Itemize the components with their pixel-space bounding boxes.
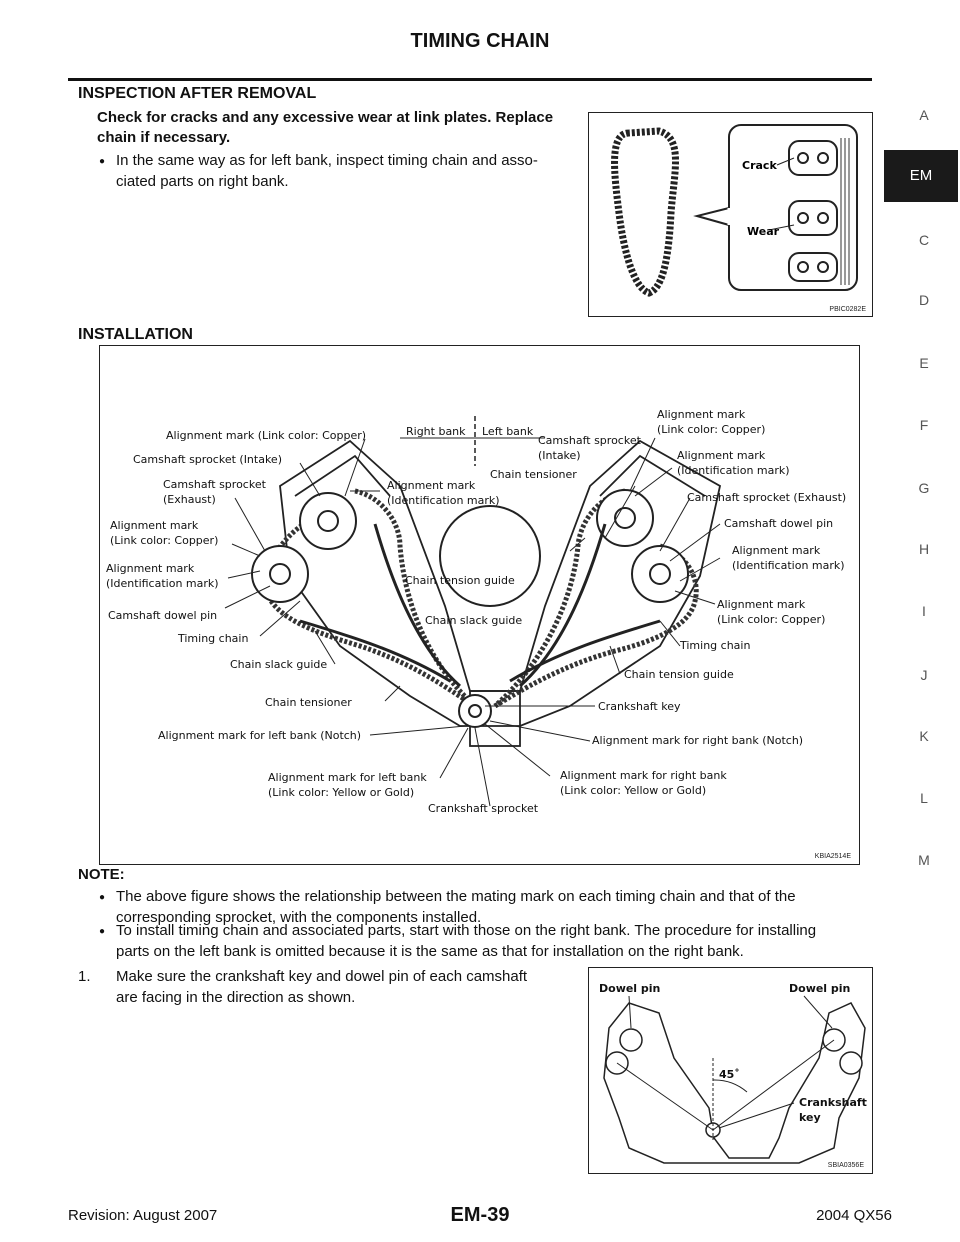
label-center-tensioner: Chain tensioner xyxy=(490,468,577,481)
side-tab-f[interactable]: F xyxy=(919,417,929,433)
side-tab-l[interactable]: L xyxy=(920,790,928,806)
label-right-yellow-1: Alignment mark for right bank xyxy=(560,769,727,782)
label-right-tension-guide: Chain tension guide xyxy=(624,668,734,681)
dowel-pin-left-label: Dowel pin xyxy=(599,982,660,995)
label-right-align-ident-1: Alignment mark xyxy=(677,449,766,462)
inspection-bullet-line2: ciated parts on right bank. xyxy=(116,173,289,190)
note-heading: NOTE: xyxy=(78,866,125,883)
label-right-timing-chain: Timing chain xyxy=(679,639,750,652)
label-left-timing-chain: Timing chain xyxy=(177,632,248,645)
label-right-align-copper2-1: Alignment mark xyxy=(717,598,806,611)
side-tab-m[interactable]: M xyxy=(918,852,930,868)
inspection-instruction-line2: chain if necessary. xyxy=(97,129,231,146)
label-left-align-ident-1: Alignment mark xyxy=(106,562,195,575)
bullet-icon: ● xyxy=(99,892,106,903)
label-right-cam-exhaust: Camshaft sprocket (Exhaust) xyxy=(687,491,846,504)
label-left-cam-exhaust-2: (Exhaust) xyxy=(163,493,216,506)
footer-revision: Revision: August 2007 xyxy=(68,1207,218,1224)
label-left-yellow-2: (Link color: Yellow or Gold) xyxy=(268,786,414,799)
crankshaft-key-label-2: key xyxy=(799,1111,821,1124)
label-right-notch: Alignment mark for right bank (Notch) xyxy=(592,734,803,747)
side-tab-e[interactable]: E xyxy=(919,355,929,371)
section-heading-installation: INSTALLATION xyxy=(78,326,193,343)
label-left-slack-guide: Chain slack guide xyxy=(230,658,327,671)
header-rule xyxy=(68,78,872,81)
label-left-dowel: Camshaft dowel pin xyxy=(108,609,217,622)
label-left-yellow-1: Alignment mark for left bank xyxy=(268,771,427,784)
label-left-align-ident-2: (Identification mark) xyxy=(106,577,219,590)
figure-code: PBIC0282E xyxy=(829,306,866,313)
label-left-cam-exhaust-1: Camshaft sprocket xyxy=(163,478,267,491)
note1-line2: corresponding sprocket, with the compone… xyxy=(116,909,482,926)
step1-line1: Make sure the crankshaft key and dowel p… xyxy=(116,968,528,985)
page-number: EM-39 xyxy=(450,1204,510,1226)
label-right-align-ident-2: (Identification mark) xyxy=(677,464,790,477)
side-tab-k[interactable]: K xyxy=(919,728,929,744)
label-left-tensioner: Chain tensioner xyxy=(265,696,352,709)
note2-line2: parts on the left bank is omitted becaus… xyxy=(116,943,744,960)
label-left-cam-intake: Camshaft sprocket (Intake) xyxy=(133,453,282,466)
side-tab-g[interactable]: G xyxy=(918,480,930,496)
right-bank-label: Right bank xyxy=(406,425,466,438)
footer-model: 2004 QX56 xyxy=(816,1207,892,1224)
dowel-orientation-diagram: Dowel pin Dowel pin 45˚ Crankshaft key xyxy=(599,982,867,1164)
step-number: 1. xyxy=(78,968,91,985)
figure-code: SBIA0356E xyxy=(827,1162,864,1169)
label-center-tension-guide: Chain tension guide xyxy=(405,574,515,587)
label-right-align-ident2-1: Alignment mark xyxy=(732,544,821,557)
side-tab-em-active[interactable]: EM xyxy=(884,150,958,202)
label-right-align-copper-1: Alignment mark xyxy=(657,408,746,421)
chain-inspection-illustration: Crack Wear xyxy=(611,124,858,297)
label-left-align-copper2-1: Alignment mark xyxy=(110,519,199,532)
note1-line1: The above figure shows the relationship … xyxy=(116,888,796,905)
side-tab-a[interactable]: A xyxy=(919,107,929,123)
step1-line2: are facing in the direction as shown. xyxy=(116,989,356,1006)
label-crank-sprocket: Crankshaft sprocket xyxy=(428,802,539,815)
bullet-icon: ● xyxy=(99,926,106,937)
side-tab-j[interactable]: J xyxy=(920,667,928,683)
inspection-bullet-line1: In the same way as for left bank, inspec… xyxy=(116,152,538,169)
section-heading-inspection: INSPECTION AFTER REMOVAL xyxy=(78,85,317,102)
crack-label: Crack xyxy=(742,159,777,172)
crankshaft-key-label-1: Crankshaft xyxy=(799,1096,867,1109)
bullet-icon: ● xyxy=(99,156,106,167)
side-tab-h[interactable]: H xyxy=(918,541,930,557)
left-bank-label: Left bank xyxy=(482,425,534,438)
label-right-cam-intake-1: Camshaft sprocket xyxy=(538,434,642,447)
label-left-align-copper: Alignment mark (Link color: Copper) xyxy=(166,429,366,442)
chain-inspection-figure: Crack Wear PBIC0282E xyxy=(588,112,873,317)
label-right-dowel: Camshaft dowel pin xyxy=(724,517,833,530)
label-right-align-copper-2: (Link color: Copper) xyxy=(657,423,765,436)
label-center-align-ident-2: (Identification mark) xyxy=(387,494,500,507)
wear-label: Wear xyxy=(747,225,780,238)
note2-line1: To install timing chain and associated p… xyxy=(116,922,817,939)
side-tab-d[interactable]: D xyxy=(918,292,930,308)
side-tab-c[interactable]: C xyxy=(918,232,930,248)
label-left-notch: Alignment mark for left bank (Notch) xyxy=(158,729,361,742)
installation-figure: Right bank Left bank Alignment mark (Lin… xyxy=(99,345,860,865)
label-crank-key: Crankshaft key xyxy=(598,700,681,713)
label-left-align-copper2-2: (Link color: Copper) xyxy=(110,534,218,547)
label-center-slack-guide: Chain slack guide xyxy=(425,614,522,627)
page-title: TIMING CHAIN xyxy=(410,30,550,52)
label-right-align-copper2-2: (Link color: Copper) xyxy=(717,613,825,626)
label-center-align-ident-1: Alignment mark xyxy=(387,479,476,492)
timing-chain-diagram: Right bank Left bank Alignment mark (Lin… xyxy=(106,408,846,815)
figure-code: KBIA2514E xyxy=(814,853,851,860)
label-right-cam-intake-2: (Intake) xyxy=(538,449,581,462)
angle-label: 45˚ xyxy=(719,1068,740,1081)
label-right-yellow-2: (Link color: Yellow or Gold) xyxy=(560,784,706,797)
side-tab-i[interactable]: I xyxy=(922,603,926,619)
inspection-instruction-line1: Check for cracks and any excessive wear … xyxy=(97,109,554,126)
dowel-orientation-figure: Dowel pin Dowel pin 45˚ Crankshaft key S… xyxy=(588,967,873,1174)
dowel-pin-right-label: Dowel pin xyxy=(789,982,850,995)
label-right-align-ident2-2: (Identification mark) xyxy=(732,559,845,572)
